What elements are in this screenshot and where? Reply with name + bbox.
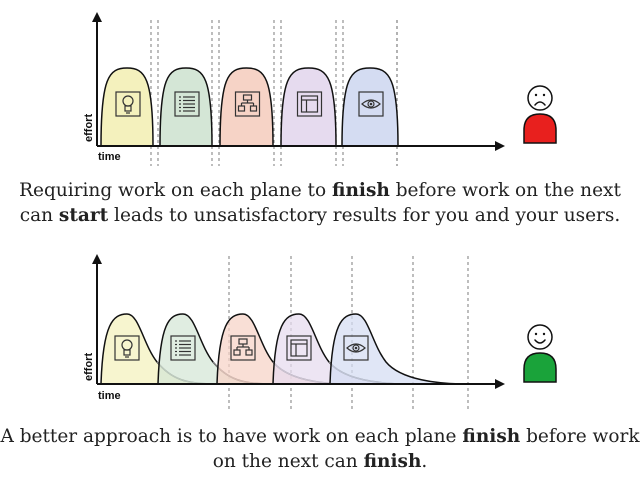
list-icon bbox=[174, 91, 200, 117]
frown-mouth bbox=[534, 101, 546, 106]
plane-hump bbox=[100, 67, 154, 147]
y-axis-label: effort bbox=[83, 114, 95, 142]
caption-segment: Requiring work on each plane to bbox=[19, 180, 333, 201]
caption-overlapping: A better approach is to have work on eac… bbox=[0, 424, 640, 474]
overlapping-planes-diagram: effort time bbox=[83, 254, 557, 410]
caption-segment: start bbox=[58, 205, 109, 226]
person-body bbox=[523, 352, 557, 383]
plane-hump bbox=[219, 67, 274, 147]
y-axis-label: effort bbox=[83, 353, 95, 381]
sad-user-figure bbox=[523, 85, 557, 144]
caption-segment: finish bbox=[363, 451, 422, 472]
plane-humps bbox=[100, 313, 469, 385]
plane-humps bbox=[100, 67, 399, 147]
wireframe-icon bbox=[286, 335, 312, 361]
happy-user-figure bbox=[523, 324, 557, 383]
caption-segment: leads to unsatisfactory results for you … bbox=[108, 205, 621, 226]
caption-segment: . bbox=[421, 451, 428, 472]
person-head bbox=[527, 85, 553, 111]
eye-icon bbox=[343, 335, 369, 361]
caption-segment: before work on the next can bbox=[212, 426, 640, 472]
wireframe-icon bbox=[296, 91, 323, 117]
smile-mouth bbox=[534, 339, 546, 344]
caption-segment: before work on the next can bbox=[19, 180, 621, 226]
person-body bbox=[523, 113, 557, 144]
eye-icon bbox=[358, 91, 384, 117]
x-axis-label: time bbox=[98, 390, 121, 402]
sequential-planes-diagram: effort time bbox=[83, 12, 557, 166]
plane-hump bbox=[280, 67, 337, 147]
list-icon bbox=[170, 335, 196, 361]
caption-segment: A better approach is to have work on eac… bbox=[0, 426, 463, 447]
sitemap-icon bbox=[234, 91, 261, 117]
lightbulb-icon bbox=[114, 335, 140, 361]
plane-hump bbox=[329, 313, 469, 385]
caption-segment: finish bbox=[332, 180, 390, 201]
person-head bbox=[527, 324, 553, 350]
sitemap-icon bbox=[230, 335, 256, 361]
caption-sequential: Requiring work on each plane to finish b… bbox=[0, 178, 640, 228]
caption-segment: finish bbox=[462, 426, 521, 447]
lightbulb-icon bbox=[115, 91, 141, 117]
x-axis-label: time bbox=[98, 151, 121, 163]
